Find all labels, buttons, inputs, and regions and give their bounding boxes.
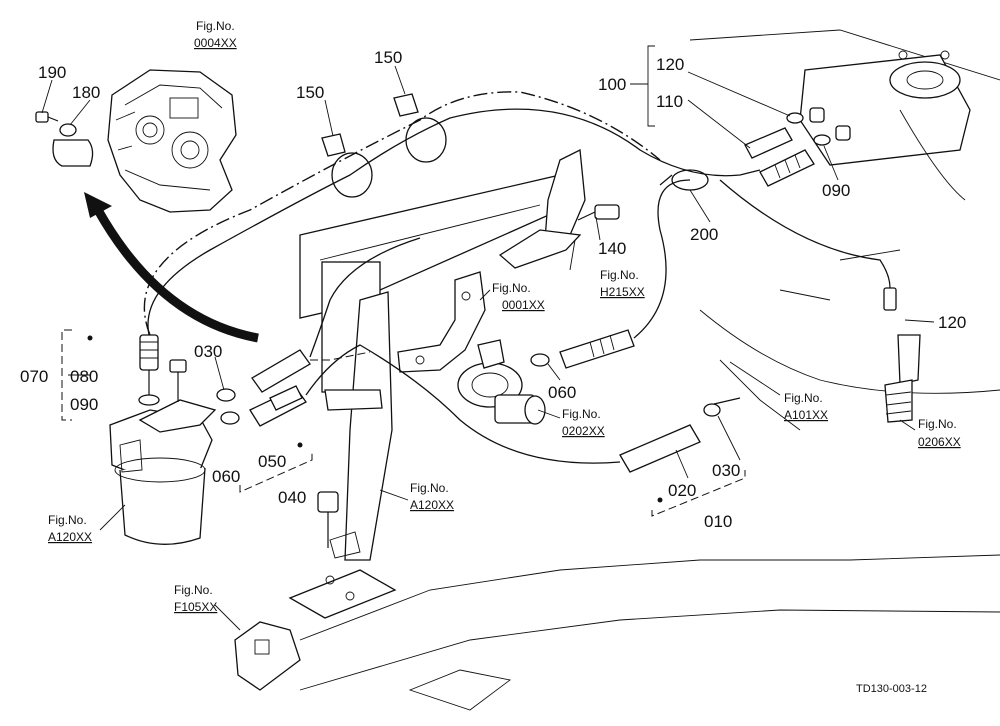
drawing-code: TD130-003-12 [856,683,927,695]
part-label-070: 070 [20,367,48,386]
part-label-030-left: 030 [194,342,222,361]
engine-block-drawing [107,69,237,213]
figref-h215-code[interactable]: H215XX [600,285,645,299]
figref-f105-code[interactable]: F105XX [174,600,217,614]
part-label-080: 080 [70,367,98,386]
bracket-bolt-drawing [317,491,339,548]
hose-030-drawing [251,349,311,393]
hose-110-drawing [744,107,851,187]
figref-0202-title: Fig.No. [562,407,601,421]
fuel-filter-drawing [109,359,217,545]
chassis-right-drawing [689,29,1000,431]
injector-drawing [883,287,921,423]
cable-tie-150a-drawing [321,133,373,198]
fuel-pipe-runs [143,91,891,464]
clamp-180-drawing [52,123,94,167]
figref-0004-code[interactable]: 0004XX [194,36,237,50]
part-label-200: 200 [690,225,718,244]
part-label-110: 110 [656,92,683,111]
frame-bracket-drawing [299,174,561,561]
bolt-190-drawing [35,111,59,123]
hose-020-drawing [619,403,721,473]
hose-050-drawing [249,385,307,427]
part-label-150-left: 150 [296,83,324,102]
part-label-120-top: 120 [656,55,684,74]
part-label-090-right: 090 [822,181,850,200]
part-label-060-right: 060 [548,383,576,402]
figref-0206-title: Fig.No. [918,417,957,431]
lever-bracket-drawing [498,148,620,269]
part-label-010: 010 [704,512,732,531]
figref-0001-title: Fig.No. [492,281,531,295]
part-label-020: 020 [668,481,696,500]
part-label-150-right: 150 [374,48,402,67]
part-label-120-right: 120 [938,313,966,332]
mounting-plate-drawing [397,271,486,373]
figref-0004-title: Fig.No. [196,19,235,33]
figref-h215-title: Fig.No. [600,268,639,282]
reference-arrow [84,192,259,343]
figref-a120-right-code[interactable]: A120XX [410,498,454,512]
part-number-labels: 190 180 150 150 100 120 110 090 140 200 … [20,48,966,531]
part-label-090-left: 090 [70,395,98,414]
lower-frame-drawing [234,554,1000,711]
part-label-180: 180 [72,83,100,102]
fitting-080-drawing [138,334,160,406]
figref-f105-title: Fig.No. [174,583,213,597]
figref-0202-code[interactable]: 0202XX [562,424,605,438]
part-label-040: 040 [278,488,306,507]
figref-0206-code[interactable]: 0206XX [918,435,961,449]
leader-lines [41,65,935,631]
part-label-100: 100 [598,75,626,94]
part-label-030-right: 030 [712,461,740,480]
group-brackets [61,45,746,517]
part-label-050: 050 [258,452,286,471]
figref-a101-title: Fig.No. [784,391,823,405]
figref-a120-left-code[interactable]: A120XX [48,530,92,544]
figref-a101-code[interactable]: A101XX [784,408,828,422]
part-label-140: 140 [598,239,626,258]
hose-060-right-drawing [530,329,635,369]
figref-a120-left-title: Fig.No. [48,513,87,527]
part-label-190: 190 [38,63,66,82]
figref-a120-right-title: Fig.No. [410,481,449,495]
figref-0001-code[interactable]: 0001XX [502,298,545,312]
fuel-pump-drawing [457,339,546,425]
cable-tie-150b-drawing [393,93,447,163]
part-label-060-left: 060 [212,467,240,486]
clip-060-drawing [216,388,240,425]
figure-references: Fig.No. 0004XX Fig.No. 0001XX Fig.No. H2… [48,19,961,614]
